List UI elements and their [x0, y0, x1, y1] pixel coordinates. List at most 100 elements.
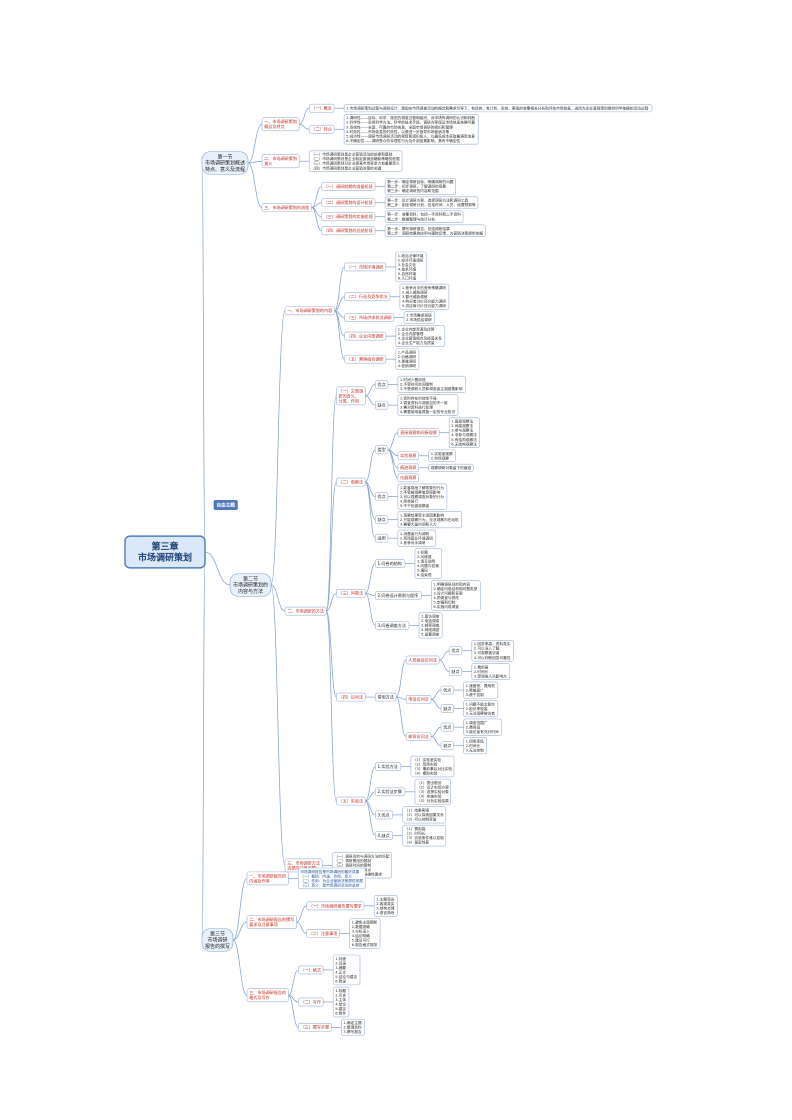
section-3-branch-3-child-2[interactable]: （三）撰写步骤	[297, 1022, 332, 1032]
section-3-branch-2-child-0[interactable]: （一）市场调研报告撰写要求	[306, 901, 365, 911]
section-2-branch-2-child-0-sub-1-details[interactable]: 1.资料存在时效性不强2.调查资料与调查目的不一致3.需对资料进行处理4.需要使…	[397, 394, 459, 416]
section-3-branch-3-child-1-details[interactable]: 1.标题2.引言3.主体4.结论5.建议6.附件	[332, 986, 350, 1018]
section-1-branch-1-child-0-details[interactable]: 1.市场调研策划过程与调研设计，是指在市场调查活动的概念和需求引导下，有目的、有…	[343, 104, 653, 113]
section-2-branch-2-child-1-sub-0-sub-2-details[interactable]: 观察调研对象留下的痕迹	[428, 463, 474, 472]
section-2-branch-2-child-3-sub-0[interactable]: 常用方法	[374, 692, 397, 702]
section-1-branch-3-child-3[interactable]: （四）调研策划的总结阶段	[321, 226, 376, 236]
section-2-branch-2-child-3-sub-0-sub-0-sub-0[interactable]: 优点	[448, 646, 463, 656]
section-2-branch-1-child-4[interactable]: （五）营销组合调研	[344, 354, 387, 364]
section-1-branch-1-child-1[interactable]: （二）特点	[308, 124, 335, 134]
section-2-branch-2-child-2-sub-1-details[interactable]: 1.明确调研目的和内容2.确定问卷结构和问题类型3.设计问题和答案4.预调查与修…	[431, 580, 481, 611]
section-1-branch-3-child-0-details[interactable]: 第一步：确定调研目标，明确调研的问题第二步：初步调研，了解调研的背景第三步：确定…	[384, 177, 457, 195]
section-2-branch-2-child-0-sub-0[interactable]: 优点	[374, 380, 389, 389]
section-1-branch-1-child-1-details[interactable]: 1.调研性——目标、科学、规范的调查过程和组织，对市场有调研的认识和判断2.科学…	[343, 114, 479, 145]
section-3-branch-3-child-0[interactable]: （一）格式	[297, 965, 324, 975]
section-2-branch-2-child-1-sub-2-details[interactable]: 1.观察结果受主观因素影响2.只能观察行为，无法观察内在动机3.需要大量时间和人…	[397, 511, 462, 529]
section-2-branch-2-child-1-sub-0-sub-0-details[interactable]: 1.直接观察法2.间接观察法3.参与观察法4.非参与观察法5.有结构观察法6.无…	[448, 417, 480, 448]
section-2-branch-2-child-4-sub-2-details[interactable]: （1）结果客观（2）可以探索因果关系（3）可以控制变量	[402, 806, 447, 824]
section-2-branch-2-child-1-sub-0-sub-2[interactable]: 痕迹观察	[397, 463, 419, 473]
section-2-branch-2-child-3-sub-0-sub-0-sub-1[interactable]: 缺点	[448, 667, 463, 676]
section-2-branch-2-child-1-sub-1[interactable]: 优点	[374, 492, 389, 501]
section-1-branch-3-child-1-details[interactable]: 第一步：设计调研方案，选择调研方法和调研工具第二步：制定调研计划，包括时间、人员…	[384, 196, 479, 209]
section-2-branch-2-child-3-sub-0-sub-2-sub-1[interactable]: 缺点	[440, 741, 454, 751]
section-3-branch-1-note[interactable]: 市场调研报告是市场调研的最终成果（一）概括：内涵、作用、意义（二）作用：为企业营…	[297, 867, 366, 890]
section-1-branch-3-child-0[interactable]: （一）调研前期的准备阶段	[321, 182, 376, 191]
section-2-branch-2-child-1-sub-0[interactable]: 类型	[374, 445, 389, 455]
section-2-branch-2[interactable]: 二、市场调研的方法	[284, 606, 327, 616]
section-2-branch-2-child-0-sub-1[interactable]: 缺点	[374, 400, 389, 410]
section-2-branch-2-child-4-sub-1-details[interactable]: （1）提出假设（2）设计实验方案（3）选择实验对象（4）实施实验（5）分析实验结…	[414, 778, 452, 805]
section-2-branch-2-child-2-sub-2[interactable]: 3.问卷调查方法	[374, 621, 410, 630]
section-1-branch-1-child-0[interactable]: （一）概念	[308, 103, 335, 113]
section-1-branch-2-details[interactable]: （一）市场调研策划是企业营销活动的前提和基础（二）市场调研策划是企业制定营销战略…	[308, 150, 403, 172]
section-2-branch-2-child-2-sub-0[interactable]: 1.问卷的结构	[374, 559, 406, 568]
section-1-branch-3[interactable]: 三、市场调研策划的流程	[261, 203, 312, 212]
section-3-branch-2-child-1[interactable]: （二）注意事项	[306, 929, 340, 938]
section-2-branch-2-child-3[interactable]: （四）访问法	[335, 692, 366, 702]
section-1-branch-3-child-2[interactable]: （三）调研策划的实施阶段	[321, 212, 376, 222]
section-2-branch-1[interactable]: 一、市场调研策划的内容	[284, 306, 335, 316]
section-2-branch-2-child-4-sub-0[interactable]: 1.实验方法	[374, 762, 402, 771]
section-2-branch-2-child-3-sub-0-sub-1-sub-1[interactable]: 缺点	[440, 704, 454, 713]
section-2-branch-2-child-1-sub-0-sub-3[interactable]: 仪器观察	[397, 473, 419, 483]
section-2-branch-2-child-1-sub-1-details[interactable]: 1.能客观地了解现象的行为2.不受被观察者意愿影响3.可以观察调查对象的行为4.…	[397, 483, 448, 510]
section-2-branch-1-child-2[interactable]: （三）市场供求状况调研	[344, 313, 395, 322]
section-2-branch-2-child-4-sub-2[interactable]: 3.优点	[374, 810, 393, 820]
section-1-branch-3-child-3-details[interactable]: 第一步：撰写调研报告，总结调研结果第二步：调研结果的应用与跟踪反馈，为营销决策提…	[384, 224, 486, 237]
section-3-branch-3-child-1[interactable]: （二）写作	[297, 997, 324, 1007]
section-2-branch-1-child-1[interactable]: （二）行业及竞争状况	[344, 292, 391, 302]
section-1-branch-3-child-1[interactable]: （二）调研策划的设计阶段	[321, 198, 376, 208]
section-2-branch-2-child-1-sub-2[interactable]: 缺点	[374, 515, 389, 524]
section-2-branch-1-child-3[interactable]: （四）企业内部调研	[344, 331, 387, 341]
section-2-branch-2-child-1-sub-3[interactable]: 适用	[374, 533, 389, 543]
section-2-branch-1-child-0[interactable]: （一）市场环境调研	[344, 262, 387, 272]
section-2-branch-2-child-2-sub-1[interactable]: 2.问卷设计原则与程序	[374, 591, 422, 600]
section-2-branch-2-child-4[interactable]: （五）实验法	[335, 796, 366, 806]
section-2-branch-1-child-1-details[interactable]: 1.竞争对手的竞争策略调研2.进入威胁调研3.替代威胁调研4.购买者讨价还价能力…	[399, 283, 450, 310]
section-2-branch-2-child-4-sub-0-details[interactable]: （1）实验室实验（2）现场实验（3）事前事后对比实验（4）模拟实验	[410, 755, 455, 778]
section-2-branch-1-child-3-details[interactable]: 1.企业内部资源及优势2.企业内部管理3.企业营销组合及经营关系4.企业生产能力…	[395, 325, 446, 347]
section-2-branch-2-child-1[interactable]: （二）观察法	[335, 477, 366, 487]
section-2-branch-2-child-3-sub-0-sub-1[interactable]: 电话访问法	[405, 694, 432, 704]
section-2-branch-2-child-1-sub-0-sub-0[interactable]: 直接观察和间接观察	[397, 428, 440, 438]
section-2-branch-2-child-4-sub-1[interactable]: 2.实验法步骤	[374, 787, 406, 797]
section-2-branch-2-child-1-sub-0-sub-1[interactable]: 实验观察	[397, 451, 419, 461]
section-2-branch-2-child-2[interactable]: （三）问卷法	[335, 588, 366, 598]
section-2-branch-2-child-4-sub-3-details[interactable]: （1）费用高（2）时间长（3）实验条件难以控制（4）保密性差	[402, 824, 447, 847]
section-2-branch-2-child-3-sub-0-sub-0[interactable]: 人员面谈访问法	[405, 655, 440, 665]
section-2-branch-2-child-3-sub-0-sub-2[interactable]: 邮寄访问法	[405, 732, 432, 741]
section-2-branch-2-child-4-sub-3[interactable]: 4.缺点	[374, 831, 393, 841]
section-2-branch-2-child-3-sub-0-sub-2-sub-0[interactable]: 优点	[440, 722, 454, 732]
free-topic-tag[interactable]: 自由主题	[213, 500, 238, 510]
section-2-branch-2-child-3-sub-0-sub-1-sub-0[interactable]: 优点	[440, 685, 454, 695]
